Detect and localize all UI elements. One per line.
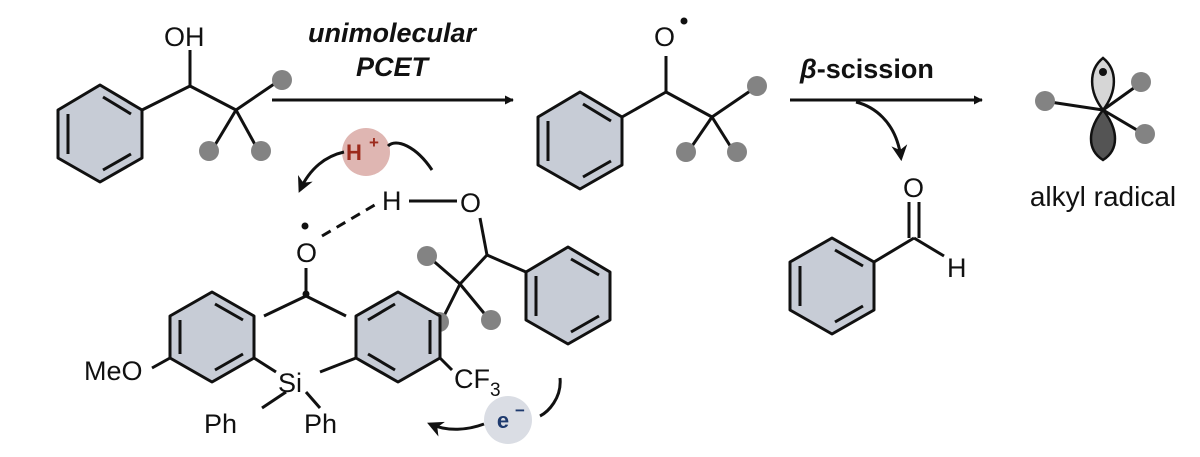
- aldehyde-hydrogen-label: H: [947, 253, 967, 283]
- aromatic-inner-bonds: [798, 248, 864, 324]
- benzene-ring: [56, 83, 144, 184]
- bond-si-ph: [261, 390, 287, 410]
- aromatic-inner-bonds: [66, 95, 132, 172]
- substituent-dot: [199, 141, 219, 161]
- substituent-dot: [481, 310, 501, 330]
- bond-substituent: [711, 85, 757, 119]
- cf3-main: CF: [454, 364, 490, 394]
- bond-carbonyl-h: [913, 236, 945, 258]
- si-xanthene-catalyst: [151, 268, 454, 410]
- hydrogen-label: H: [382, 186, 402, 216]
- substituent-dot: [417, 246, 437, 266]
- bond-bridge-left: [263, 294, 307, 318]
- curved-arrow-icon: [386, 141, 434, 171]
- substituent-dot: [1035, 91, 1055, 111]
- product-label: alkyl radical: [1030, 181, 1176, 212]
- bond-substituent: [234, 109, 260, 151]
- substituent-dot: [747, 76, 767, 96]
- p-orbital-icon: [1089, 107, 1117, 162]
- aromatic-inner-bonds: [534, 257, 600, 334]
- beta-symbol: β: [799, 54, 817, 84]
- substituent-dots-1: [199, 70, 292, 161]
- bond-carbinol-quaternary: [189, 84, 237, 112]
- substituent-dots-2: [676, 76, 767, 162]
- radical-dot-icon: [1099, 68, 1107, 76]
- bond-ring-si: [319, 356, 357, 374]
- curved-arrow-icon: [855, 100, 908, 162]
- step1-label-line1: unimolecular: [308, 18, 478, 48]
- substituent-dot: [251, 141, 271, 161]
- bond-carbinol-quaternary: [665, 90, 713, 119]
- benzene-ring: [536, 90, 624, 191]
- bond-ring-cf3: [438, 356, 454, 372]
- bond-ring-carbonyl: [873, 236, 915, 264]
- silicon-label: Si: [278, 368, 302, 398]
- alkoxy-radical: [536, 56, 757, 191]
- substituent-dot: [1131, 72, 1151, 92]
- bond-substituent: [429, 256, 461, 286]
- starting-alcohol: [56, 50, 281, 184]
- benzaldehyde: [788, 202, 945, 336]
- hydroxyl-label: OH: [164, 22, 205, 52]
- substituent-dot: [676, 142, 696, 162]
- substituent-dots-3: [1035, 72, 1155, 144]
- benzene-ring: [524, 245, 612, 346]
- oxygen-radical-label: O: [654, 22, 675, 52]
- step2-label: β-scission: [799, 54, 934, 84]
- curved-arrow-icon: [427, 421, 485, 437]
- radical-dot-icon: [680, 17, 688, 25]
- curved-arrow-icon: [539, 377, 562, 418]
- electron-charge: −: [515, 401, 525, 420]
- benzene-ring: [788, 236, 876, 336]
- catalyst-oxygen-label: O: [296, 238, 317, 268]
- p-orbital-icon: [1090, 56, 1116, 113]
- aromatic-inner-bonds: [178, 302, 244, 372]
- bond-ring-carbinol: [621, 90, 667, 119]
- substituent-dot: [272, 70, 292, 90]
- bond-substituent: [458, 283, 490, 319]
- substituent-dot: [727, 142, 747, 162]
- bound-alcohol: [429, 217, 612, 346]
- aldehyde-oxygen-label: O: [903, 173, 924, 203]
- aromatic-inner-bonds: [546, 102, 612, 179]
- bond-ring-ome: [151, 356, 171, 370]
- curved-arrow-icon: [298, 150, 345, 193]
- electron-label: e: [497, 408, 509, 433]
- aromatic-inner-bonds: [367, 302, 432, 372]
- alkyl-radical: [1035, 56, 1155, 162]
- benzene-ring: [168, 290, 256, 384]
- scission-text: -scission: [817, 54, 934, 84]
- cf3-label: CF3: [454, 364, 501, 401]
- methoxy-label: MeO: [84, 356, 143, 386]
- phenyl-right-label: Ph: [304, 409, 337, 439]
- hydroxyl-oxygen-label: O: [460, 188, 481, 218]
- bond-bridge-right: [305, 294, 347, 318]
- bond-substituent: [235, 78, 281, 112]
- step1-label-line2: PCET: [356, 52, 431, 82]
- proton-label: H: [346, 140, 362, 165]
- proton-bubble: [342, 128, 390, 176]
- bond-o-carbinol: [478, 217, 489, 256]
- substituent-dot: [1135, 124, 1155, 144]
- bond-ring-carbinol: [141, 84, 191, 112]
- bond-carbinol-ring: [486, 253, 527, 274]
- radical-dot-icon: [301, 222, 309, 230]
- radical-dot-icon: [302, 290, 310, 298]
- cf3-subscript: 3: [490, 380, 501, 401]
- phenyl-left-label: Ph: [204, 409, 237, 439]
- h-bond-dashed: [321, 201, 379, 238]
- benzene-ring: [354, 290, 442, 384]
- bond-carbinol-quaternary: [458, 253, 489, 286]
- bond-si-ph: [304, 391, 322, 409]
- bond-ring-si: [253, 356, 277, 374]
- electron-bubble: [484, 396, 532, 444]
- proton-charge: +: [369, 133, 379, 152]
- bond-substituent: [210, 109, 238, 151]
